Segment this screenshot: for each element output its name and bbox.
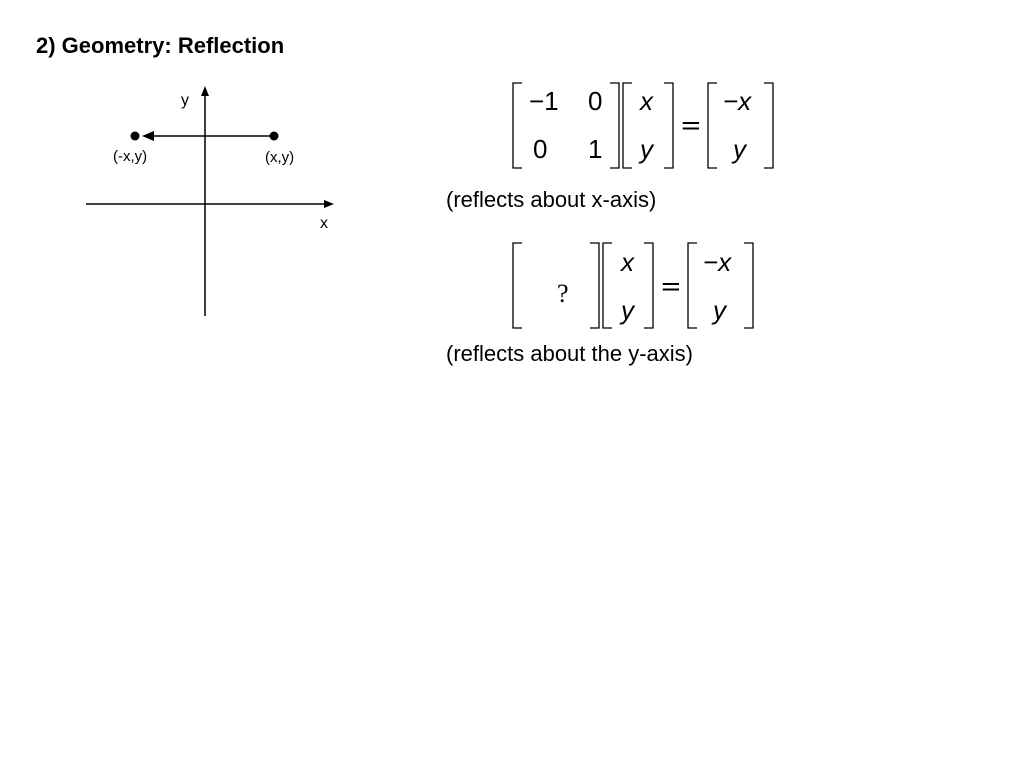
point-original-label: (x,y) [265, 149, 294, 166]
eq1-matrix-a21: 0 [533, 134, 547, 164]
eq1-note: (reflects about x-axis) [446, 187, 657, 212]
eq1-result-neg-x: −x [723, 86, 752, 116]
eq1-matrix-a12: 0 [588, 86, 602, 116]
equations: −1 0 0 1 x y = −x y ? x y = −x y [512, 82, 774, 329]
y-axis-label: y [181, 92, 189, 109]
eq2-equals: = [660, 272, 682, 302]
eq2-vector-x: x [619, 247, 635, 277]
eq1-result-y: y [731, 134, 748, 164]
y-axis-arrowhead [201, 86, 209, 96]
eq2-matrix-left-bracket [512, 242, 522, 329]
eq1-matrix-a11: −1 [529, 86, 559, 116]
eq2-result-left-bracket [687, 242, 697, 329]
point-reflected-label: (-x,y) [113, 148, 147, 165]
eq2-result-neg-x: −x [703, 247, 732, 277]
eq1-matrix-left-bracket [512, 82, 522, 169]
eq1-equals: = [680, 111, 702, 141]
eq2-result-right-bracket [744, 242, 754, 329]
eq2-note: (reflects about the y-axis) [446, 341, 693, 366]
point-reflected [130, 131, 140, 141]
eq1-result-left-bracket [707, 82, 717, 169]
point-original [269, 131, 279, 141]
slide-title: 2) Geometry: Reflection [36, 33, 285, 58]
eq1-vector-right-bracket [664, 82, 674, 169]
eq2-vector-right-bracket [644, 242, 654, 329]
x-axis-arrowhead [324, 200, 334, 208]
eq1-matrix-a22: 1 [588, 134, 602, 164]
eq1-vector-y: y [638, 134, 655, 164]
eq1-result-right-bracket [764, 82, 774, 169]
reflection-diagram: y x (-x,y) (x,y) [86, 86, 334, 316]
eq2-result-y: y [711, 295, 728, 325]
eq2-vector-left-bracket [602, 242, 612, 329]
reflection-arrowhead [142, 131, 154, 141]
eq1-vector-left-bracket [622, 82, 632, 169]
eq1-vector-x: x [638, 86, 654, 116]
eq2-matrix-right-bracket [590, 242, 600, 329]
eq2-matrix-unknown: ? [557, 279, 569, 308]
eq1-matrix-right-bracket [610, 82, 620, 169]
eq2-vector-y: y [619, 295, 636, 325]
x-axis-label: x [320, 215, 328, 232]
